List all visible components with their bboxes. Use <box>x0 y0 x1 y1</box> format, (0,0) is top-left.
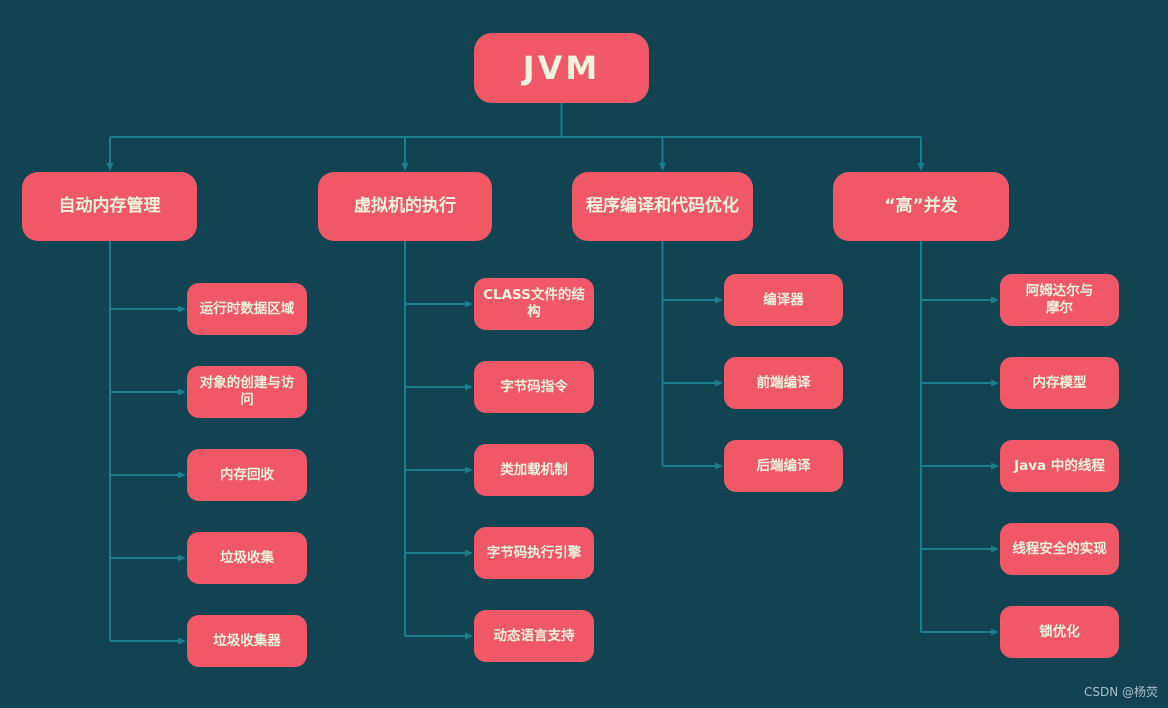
node-compiler[interactable]: 编译器 <box>724 274 843 326</box>
node-garbage-collection[interactable]: 垃圾收集 <box>187 532 307 584</box>
node-memory-reclamation[interactable]: 内存回收 <box>187 449 307 501</box>
node-vm-execution[interactable]: 虚拟机的执行 <box>318 172 492 241</box>
node-garbage-collectors[interactable]: 垃圾收集器 <box>187 615 307 667</box>
node-bytecode-execution-engine[interactable]: 字节码执行引擎 <box>474 527 594 579</box>
node-bytecode-instructions[interactable]: 字节码指令 <box>474 361 594 413</box>
node-runtime-data-area[interactable]: 运行时数据区域 <box>187 283 307 335</box>
node-compilation-optimization[interactable]: 程序编译和代码优化 <box>572 172 753 241</box>
watermark: CSDN @杨荧 <box>1083 685 1158 699</box>
node-frontend-compilation[interactable]: 前端编译 <box>724 357 843 409</box>
node-class-file-structure[interactable]: CLASS文件的结构 <box>474 278 594 330</box>
node-jvm-root[interactable]: JVM <box>474 33 649 103</box>
node-thread-safety-implementation[interactable]: 线程安全的实现 <box>1000 523 1119 575</box>
node-memory-model[interactable]: 内存模型 <box>1000 357 1119 409</box>
node-object-creation-access[interactable]: 对象的创建与访问 <box>187 366 307 418</box>
node-high-concurrency[interactable]: “高”并发 <box>833 172 1009 241</box>
node-backend-compilation[interactable]: 后端编译 <box>724 440 843 492</box>
node-auto-memory-management[interactable]: 自动内存管理 <box>22 172 197 241</box>
node-amdahl-moore[interactable]: 阿姆达尔与 摩尔 <box>1000 274 1119 326</box>
node-dynamic-language-support[interactable]: 动态语言支持 <box>474 610 594 662</box>
node-class-loading-mechanism[interactable]: 类加载机制 <box>474 444 594 496</box>
node-lock-optimization[interactable]: 锁优化 <box>1000 606 1119 658</box>
node-threads-in-java[interactable]: Java 中的线程 <box>1000 440 1119 492</box>
